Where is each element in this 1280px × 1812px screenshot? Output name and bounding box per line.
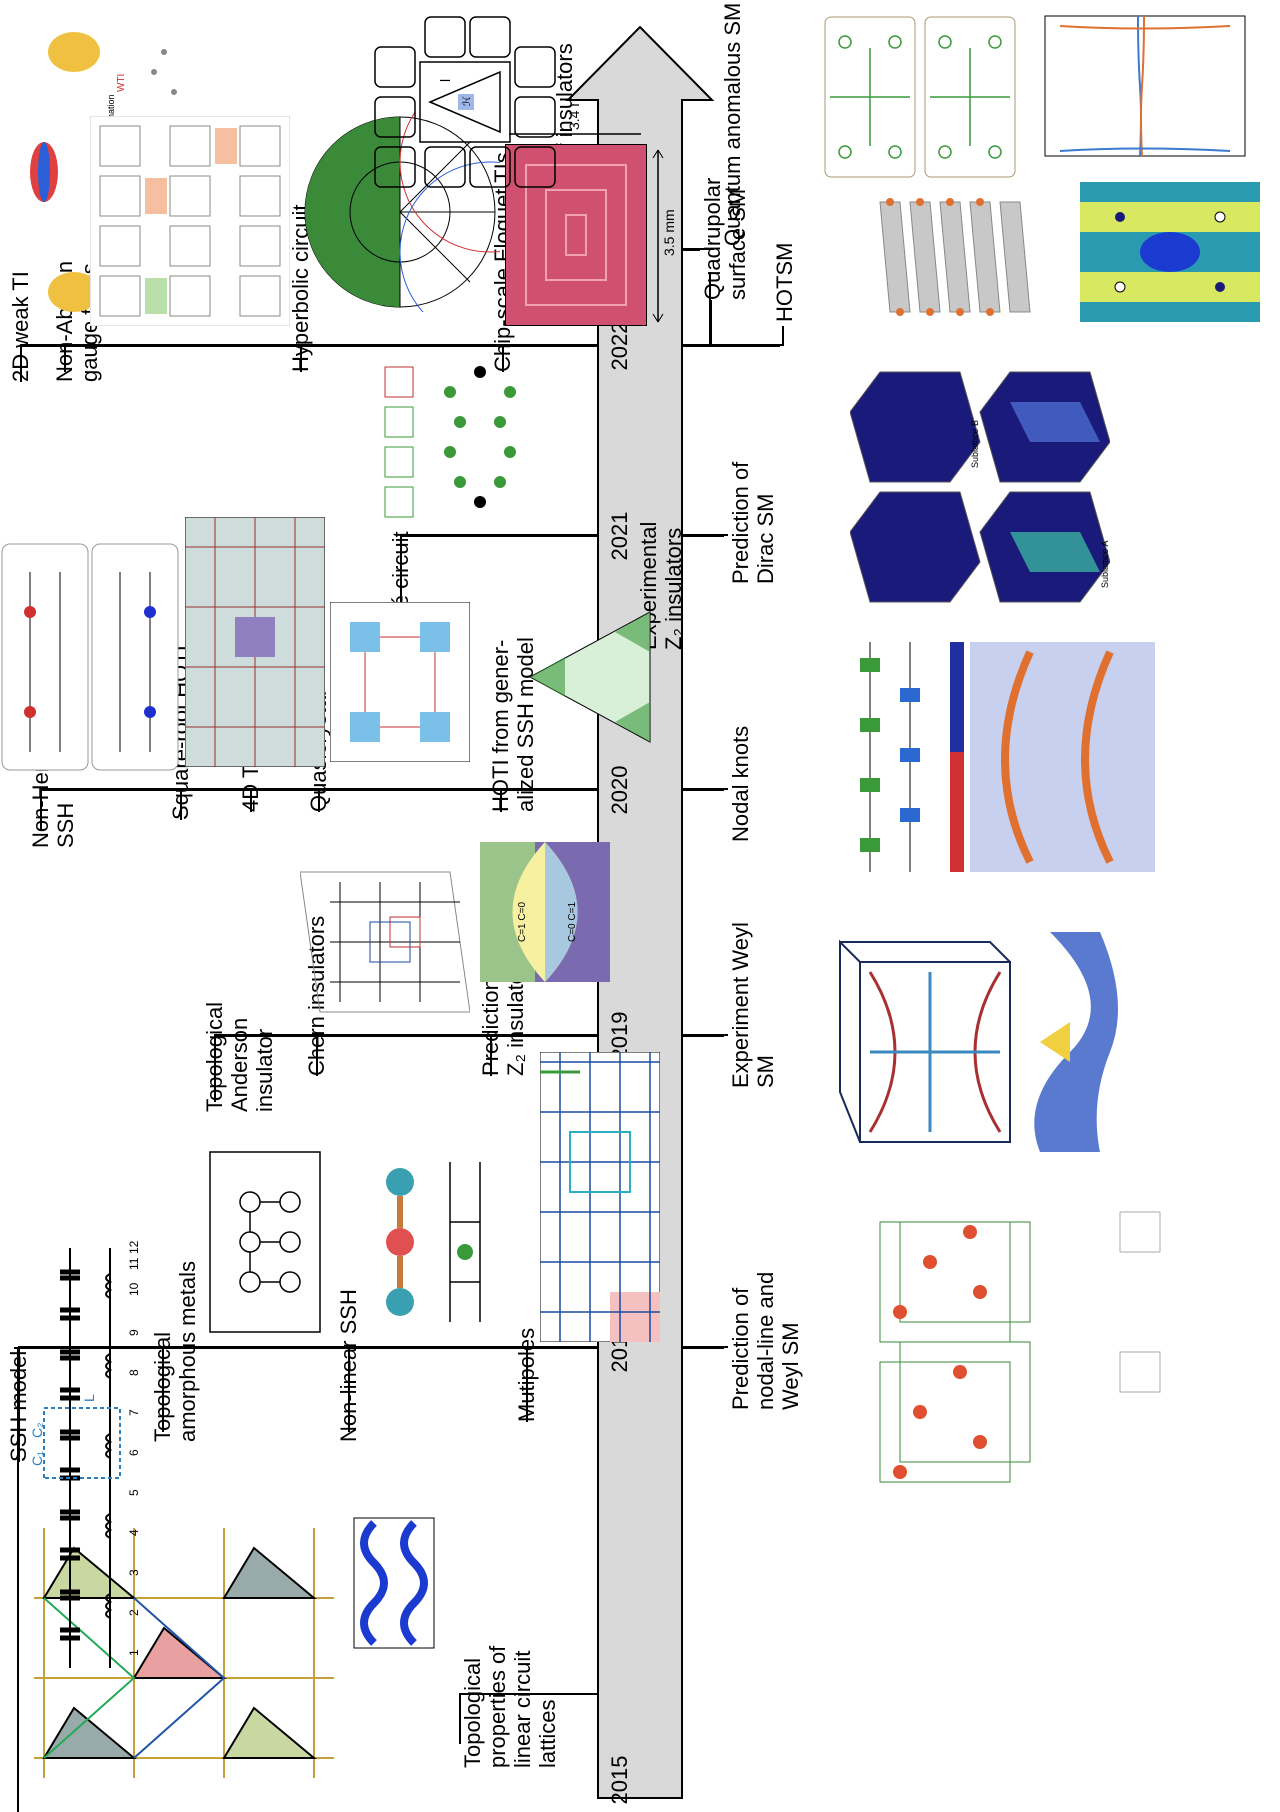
fig-moire-circuit: [380, 362, 516, 522]
arrow-shape: [565, 25, 715, 1799]
stub-hotsm: [782, 326, 784, 346]
sublattice-a: Sublattice A: [1100, 540, 1110, 588]
spine-2021-bottom: [682, 534, 728, 536]
ssh-num-3: 3: [127, 1569, 141, 1576]
wti-label-right: WTI: [116, 74, 127, 92]
label-ssh-model: SSH model: [6, 1350, 31, 1462]
ssh-num-2: 2: [127, 1609, 141, 1616]
spine-2020-bottom: [682, 788, 728, 790]
ssh-num-11: 11: [127, 1257, 141, 1270]
ssh-L-label: L: [81, 1394, 97, 1402]
ssh-num-4: 4: [127, 1529, 141, 1536]
label-nonlinear-ssh: Non-linear SSH: [336, 1289, 361, 1442]
stub-quadsm: [710, 300, 712, 346]
ssh-num-6: 6: [127, 1449, 141, 1456]
fig-hotsm-map: [1080, 182, 1260, 322]
fig-multipoles: [540, 1052, 660, 1342]
fig-hopf-insulators: ℋ l: [374, 16, 556, 188]
sublattice-b: Sublattice B: [970, 420, 980, 468]
spine-2021-top: [400, 534, 598, 536]
fig-hyperbolic-circuit: [304, 112, 500, 312]
fig-amorphous-metals: [209, 1151, 321, 1333]
ssh-num-9: 9: [127, 1329, 141, 1336]
label-hotsm: HOTSM: [772, 242, 797, 322]
fig-non-hermitian-ssh: [1, 543, 179, 771]
ssh-num-12: 12: [127, 1240, 141, 1254]
fig-floquet-scale-h: 3.4 mm: [509, 104, 641, 135]
ssh-c2-label: C₂: [30, 1422, 45, 1438]
chip-width-label: 3.5 mm: [661, 209, 677, 256]
fig-quantum-anomalous-plot: [1044, 15, 1246, 157]
spine-2019-bottom: [682, 1034, 728, 1036]
ssh-num-7: 7: [127, 1409, 141, 1416]
fig-quantum-anomalous-circuit: [824, 16, 1016, 178]
fig-nodal-knots: [860, 642, 1155, 872]
fig-floquet-chip: [505, 144, 647, 326]
label-quantum-anomalous: Quantum anomalous SM: [720, 2, 745, 246]
fig-z2-phase-diagram: C=1 C=0 C=0 C=1: [480, 842, 610, 982]
fig-nodal-line-weyl: [879, 1211, 1161, 1483]
fig-ssh-model: C₁ C₂ L 1 2 3 4 5 6 7 8 9 10 11 12: [30, 1240, 141, 1668]
hopf-l-label: l: [437, 79, 453, 82]
label-nodal-knots: Nodal knots: [728, 725, 753, 842]
fig-quasicrystal: [330, 602, 470, 762]
hopf-center-label: ℋ: [462, 96, 473, 106]
fig-dirac-sm: Sublattice A Sublattice B: [850, 371, 1110, 603]
fig-floquet-scale-w: 3.5 mm: [652, 149, 677, 323]
z2-region-2: C=0 C=1: [567, 902, 578, 942]
ssh-num-1: 1: [127, 1649, 141, 1656]
spine-2022-bottom: [682, 344, 784, 346]
fig-generalized-ssh: [528, 611, 651, 743]
ssh-num-5: 5: [127, 1489, 141, 1496]
fig-non-abelian: [90, 116, 290, 326]
label-multipoles: Mutipoles: [514, 1327, 539, 1422]
z2-region-1: C=1 C=0: [517, 902, 528, 942]
ssh-c1-label: C₁: [30, 1451, 45, 1466]
chip-height-label: 3.4 mm: [566, 104, 582, 130]
fig-linear-circuit-lattice: [34, 1517, 435, 1778]
fig-hotsm-stack: [879, 198, 1031, 316]
spine-2018-bottom: [682, 1346, 728, 1348]
fig-chern-insulators: [300, 871, 470, 1013]
fig-experiment-weyl: [839, 932, 1118, 1152]
fig-nonlinear-ssh: [386, 1162, 481, 1322]
connector-2015: [459, 1693, 598, 1744]
ssh-num-8: 8: [127, 1369, 141, 1376]
fig-4d-ti: [185, 517, 325, 767]
ssh-num-10: 10: [127, 1282, 141, 1296]
